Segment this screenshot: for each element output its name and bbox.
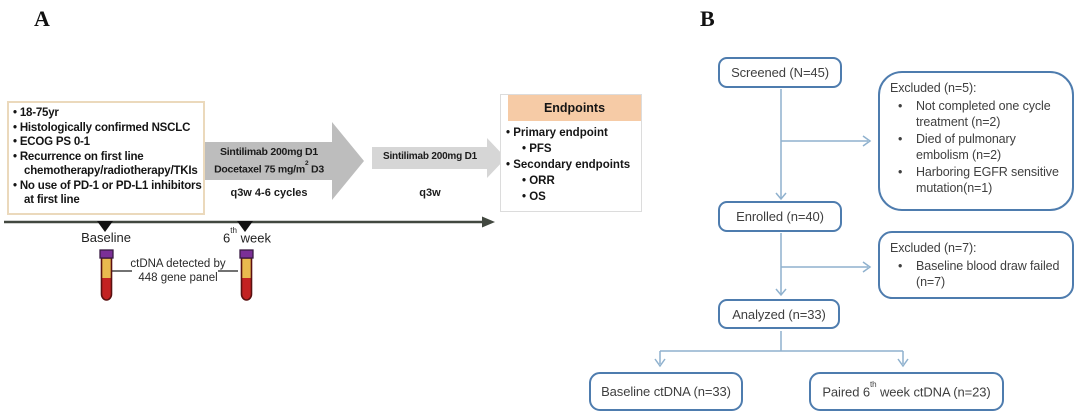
flow-box-screened: Screened (N=45)	[718, 57, 842, 88]
arrow2-regimen-text: Sintilimab 200mg D1	[382, 151, 477, 162]
criteria-item: No use of PD-1 or PD-L1 inhibitors at fi…	[13, 179, 202, 208]
ctdna-panel-note: ctDNA detected by 448 gene panel	[123, 257, 233, 285]
flow-box-enrolled: Enrolled (n=40)	[718, 201, 842, 232]
endpoint-item: PFS	[506, 141, 639, 157]
excluded5-item: Died of pulmonary embolism (n=2)	[890, 131, 1064, 164]
excluded7-title: Excluded (n=7):	[890, 241, 977, 255]
arrow1-line1: Sintilimab 200mg D1	[220, 146, 318, 158]
ctdna-note-line1: ctDNA detected by	[130, 258, 226, 270]
timeline-arrowhead-icon	[482, 216, 495, 228]
excluded7-list: Baseline blood draw failed (n=7)	[890, 258, 1064, 291]
arrow1-line2: Docetaxel 75 mg/m2 D3	[214, 159, 324, 175]
endpoints-header: Endpoints	[508, 95, 641, 121]
flow-box-analyzed: Analyzed (n=33)	[718, 299, 840, 329]
eligibility-criteria-box: 18-75yr Histologically confirmed NSCLC E…	[7, 101, 205, 215]
eligibility-criteria-list: 18-75yr Histologically confirmed NSCLC E…	[13, 106, 202, 208]
flow-box-paired-ctdna: Paired 6th week ctDNA (n=23)	[809, 372, 1004, 411]
endpoint-secondary-label: Secondary endpoints	[506, 157, 639, 173]
flow-box-excluded-7: Excluded (n=7): Baseline blood draw fail…	[878, 231, 1074, 299]
endpoint-item: OS	[506, 189, 639, 205]
paired-ctdna-text: Paired 6th week ctDNA (n=23)	[822, 380, 991, 400]
panel-a-label: A	[34, 6, 50, 31]
flow-box-excluded-5: Excluded (n=5): Not completed one cycle …	[878, 71, 1074, 211]
arrow1-schedule: q3w 4-6 cycles	[230, 187, 308, 199]
blood-tube-baseline-icon	[99, 249, 114, 301]
arrow1-regimen-text: Sintilimab 200mg D1 Docetaxel 75 mg/m2 D…	[204, 146, 334, 177]
blood-tube-week6-icon	[239, 249, 254, 301]
timeline-week6-label: 6th week	[223, 226, 271, 246]
endpoint-item: ORR	[506, 173, 639, 189]
excluded5-title: Excluded (n=5):	[890, 81, 977, 95]
criteria-item: 18-75yr	[13, 106, 202, 121]
timeline-baseline-label: Baseline	[81, 230, 131, 245]
criteria-item: Recurrence on first line chemotherapy/ra…	[13, 150, 202, 179]
excluded5-item: Harboring EGFR sensitive mutation(n=1)	[890, 164, 1064, 197]
flow-box-baseline-ctdna: Baseline ctDNA (n=33)	[589, 372, 743, 411]
arrow2-schedule: q3w	[419, 187, 441, 199]
endpoint-primary-label: Primary endpoint	[506, 125, 639, 141]
panel-b-label: B	[700, 6, 715, 31]
criteria-item: Histologically confirmed NSCLC	[13, 121, 202, 136]
excluded7-item: Baseline blood draw failed (n=7)	[890, 258, 1064, 291]
excluded5-item: Not completed one cycle treatment (n=2)	[890, 98, 1064, 131]
excluded5-list: Not completed one cycle treatment (n=2) …	[890, 98, 1064, 197]
ctdna-note-line2: 448 gene panel	[138, 272, 218, 284]
endpoints-list: Primary endpoint PFS Secondary endpoints…	[501, 121, 641, 205]
criteria-item: ECOG PS 0-1	[13, 135, 202, 150]
endpoints-box: Endpoints Primary endpoint PFS Secondary…	[500, 94, 642, 212]
